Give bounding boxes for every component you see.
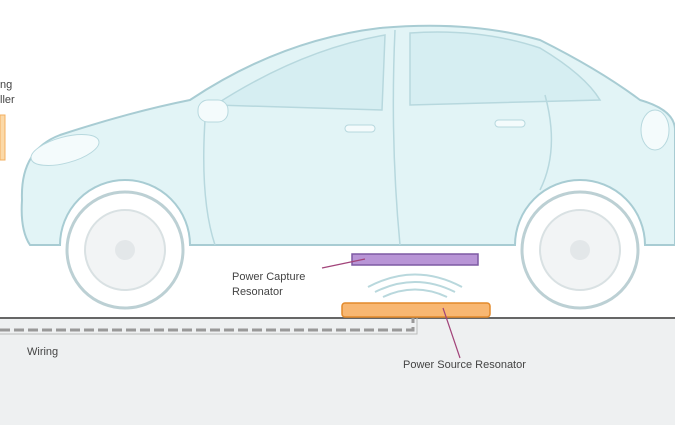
power-source-resonator <box>341 302 491 318</box>
power-capture-resonator <box>351 253 479 266</box>
charging-controller-box <box>0 114 6 161</box>
wiring-line <box>0 318 415 332</box>
power-capture-label-2: Resonator <box>232 286 283 298</box>
wiring-label: Wiring <box>27 346 59 358</box>
wheel-front <box>65 190 185 310</box>
power-capture-label-1: Power Capture <box>232 271 306 283</box>
power-source-label: Power Source Resonator <box>403 359 526 371</box>
wiring-line-shadow <box>0 318 418 335</box>
ground <box>0 318 675 425</box>
source-pointer <box>442 307 461 359</box>
controller-label-1: ng <box>0 79 13 91</box>
controller-label-2: ller <box>0 94 15 106</box>
car <box>20 24 675 246</box>
capture-pointer <box>321 258 366 269</box>
wheel-rear <box>520 190 640 310</box>
energy-waves <box>367 273 463 298</box>
